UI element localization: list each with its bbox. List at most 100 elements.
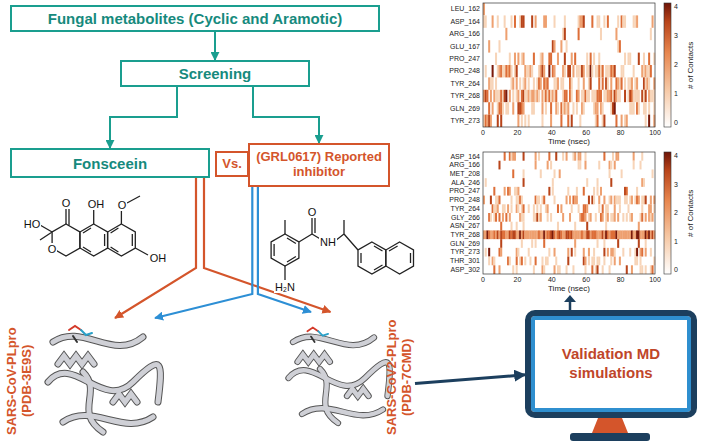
flow-arrow [155, 187, 252, 318]
heat-cell [552, 178, 554, 187]
heat-cell [492, 230, 494, 239]
heat-cell [507, 204, 509, 213]
heat-cell [497, 90, 499, 102]
heat-cell [560, 102, 562, 114]
heat-cell [535, 230, 537, 239]
heat-cell [576, 187, 578, 196]
heat-cell [538, 152, 540, 161]
heat-cell [602, 213, 604, 222]
heat-cell [590, 77, 592, 89]
atom-label: H₂N [274, 281, 296, 293]
heat-cell [584, 265, 586, 274]
heat-cell [545, 257, 547, 266]
heat-cell [621, 169, 623, 178]
heat-cell [500, 115, 502, 127]
heat-cell [609, 65, 611, 77]
heat-cell [555, 102, 557, 114]
heat-cell [584, 230, 586, 239]
heat-cell [588, 248, 590, 257]
heat-cell [523, 169, 525, 178]
heat-cell [554, 265, 556, 274]
heat-cell [602, 115, 604, 127]
heat-cell [511, 65, 513, 77]
heat-cell [493, 187, 495, 196]
heat-cell [597, 102, 599, 114]
heat-cell [504, 15, 506, 27]
heat-cell [629, 90, 631, 102]
heat-cell [584, 161, 586, 170]
heat-cell [598, 77, 600, 89]
up-arrow [564, 295, 576, 310]
heat-cell [619, 204, 621, 213]
heat-cell [621, 15, 623, 27]
heat-cell [645, 196, 647, 205]
heat-cell [640, 248, 642, 257]
heat-cell [581, 102, 583, 114]
heat-cell [572, 102, 574, 114]
heat-cell [610, 230, 612, 239]
heatmap [483, 3, 655, 274]
heat-cell [652, 230, 654, 239]
compound-box: Fonsceein [10, 148, 210, 178]
heat-cell [650, 230, 652, 239]
heat-cell [488, 213, 490, 222]
heat-cell [584, 204, 586, 213]
heat-cell [538, 213, 540, 222]
residue-label: MET_208 [450, 170, 480, 178]
heat-cell [509, 187, 511, 196]
heat-cell [636, 248, 638, 257]
heat-cell [607, 230, 609, 239]
heat-cell [540, 213, 542, 222]
heat-cell [607, 204, 609, 213]
atom-label: O [61, 197, 72, 209]
heat-cell [516, 196, 518, 205]
heat-cell [581, 230, 583, 239]
heat-cell [648, 213, 650, 222]
heat-cell [516, 248, 518, 257]
heat-cell [516, 187, 518, 196]
axis-tick: 60 [582, 276, 590, 284]
heat-cell [523, 204, 525, 213]
heat-cell [631, 213, 633, 222]
heat-cell [543, 77, 545, 89]
heat-cell [485, 15, 487, 27]
heat-cell [605, 204, 607, 213]
heat-cell [538, 77, 540, 89]
heat-cell [583, 230, 585, 239]
heat-cell [516, 222, 518, 231]
heat-cell [493, 230, 495, 239]
heat-cell [566, 265, 568, 274]
heat-cell [492, 204, 494, 213]
heat-cell [640, 257, 642, 266]
heat-cell [622, 213, 624, 222]
heat-cell [579, 161, 581, 170]
heat-cell [519, 196, 521, 205]
heat-cell [531, 230, 533, 239]
heat-cell [629, 230, 631, 239]
heat-cell [583, 213, 585, 222]
heat-cell [602, 204, 604, 213]
heat-cell [571, 53, 573, 65]
heat-cell [638, 102, 640, 114]
heat-cell [554, 65, 556, 77]
heat-cell [566, 230, 568, 239]
heat-cell [595, 102, 597, 114]
heat-cell [624, 196, 626, 205]
heat-cell [595, 115, 597, 127]
heat-cell [650, 248, 652, 257]
heat-cell [622, 15, 624, 27]
residue-label: ALA_246 [451, 179, 480, 187]
heat-cell [526, 90, 528, 102]
heat-cell [583, 187, 585, 196]
heat-cell [547, 213, 549, 222]
heat-cell [559, 230, 561, 239]
heat-cell [641, 196, 643, 205]
heat-cell [517, 248, 519, 257]
heat-cell [523, 152, 525, 161]
heat-cell [617, 15, 619, 27]
heat-cell [622, 230, 624, 239]
heat-cell [615, 115, 617, 127]
heat-cell [528, 230, 530, 239]
heat-cell [614, 257, 616, 266]
heat-cell [578, 28, 580, 40]
